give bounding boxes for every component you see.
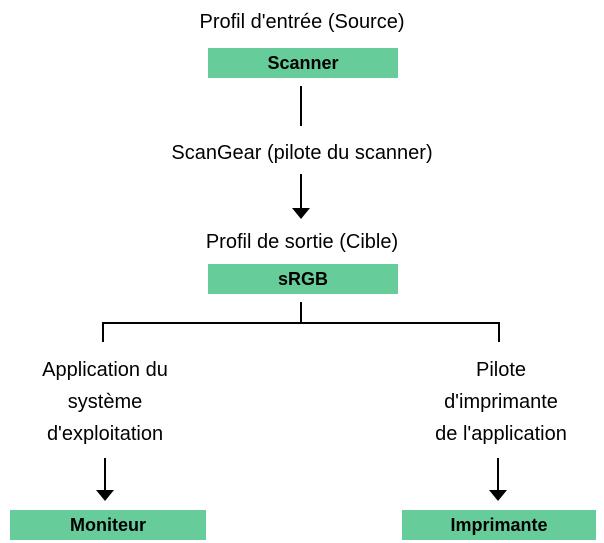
srgb-box: sRGB xyxy=(208,264,398,294)
output-profile-label: Profil de sortie (Cible) xyxy=(205,231,399,253)
printer-box: Imprimante xyxy=(402,510,596,540)
arrow-head-right xyxy=(489,490,507,501)
right-branch-label: Pilote d'imprimante de l'application xyxy=(435,359,567,445)
monitor-box: Moniteur xyxy=(10,510,206,540)
arrow-head-output xyxy=(292,208,310,219)
scanner-box: Scanner xyxy=(208,48,398,78)
scangear-label: ScanGear (pilote du scanner) xyxy=(171,142,433,164)
input-profile-label: Profil d'entrée (Source) xyxy=(199,11,405,33)
left-branch-label: Application du système d'exploitation xyxy=(42,359,168,445)
arrow-head-left xyxy=(96,490,114,501)
